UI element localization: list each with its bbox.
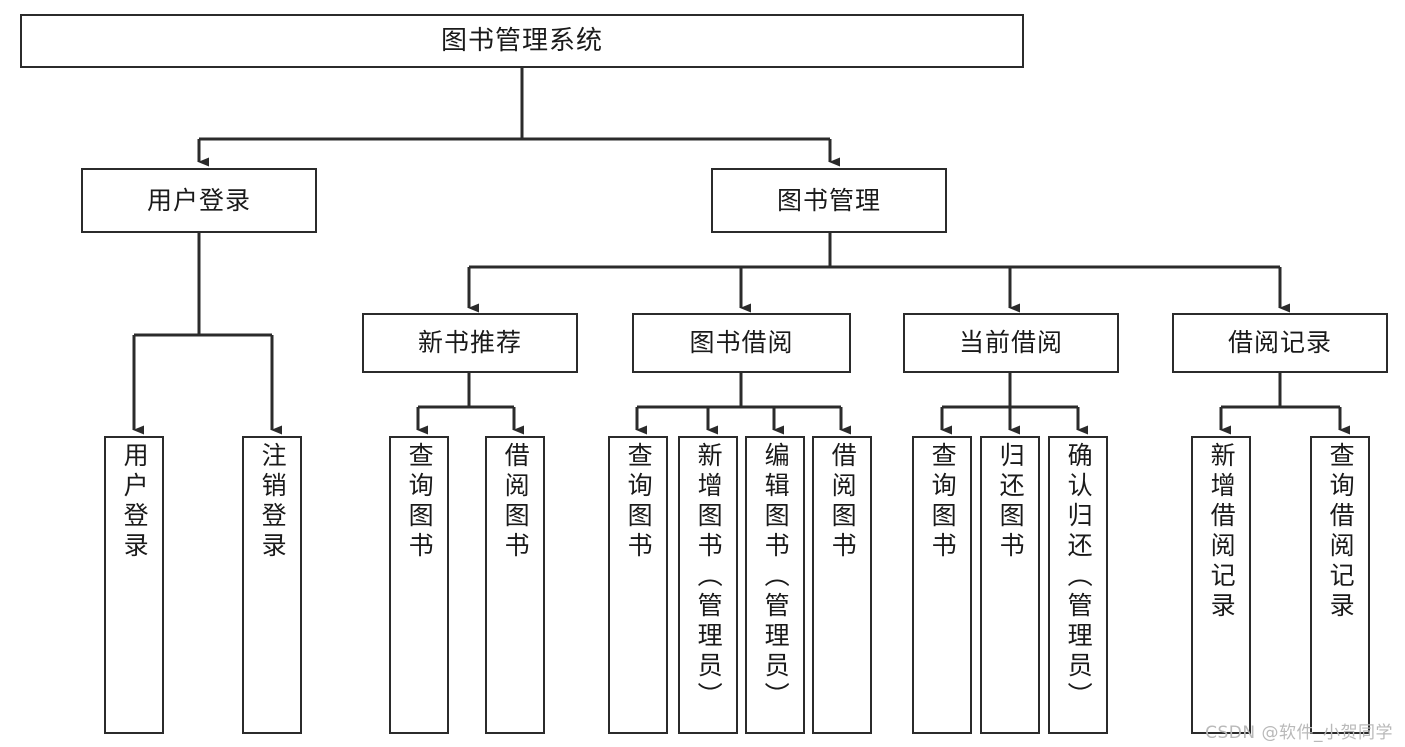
node-leaf-borrow-record-add[interactable]: 新增借阅记录 — [1191, 436, 1251, 734]
leaf-label: 新增借阅记录 — [1207, 442, 1237, 622]
node-leaf-user-login-logout[interactable]: 注销登录 — [242, 436, 302, 734]
watermark-text: CSDN @软件_小贺同学 — [1205, 723, 1393, 743]
node-submodule-current-borrow[interactable]: 当前借阅 — [903, 313, 1119, 373]
leaf-label: 用户登录 — [120, 442, 150, 562]
node-leaf-book-borrow-query[interactable]: 查询图书 — [608, 436, 668, 734]
leaf-label: 查询图书 — [405, 442, 435, 562]
node-module-book-management[interactable]: 图书管理 — [711, 168, 947, 233]
node-leaf-new-book-query[interactable]: 查询图书 — [389, 436, 449, 734]
leaf-label: 查询图书 — [624, 442, 654, 562]
node-leaf-current-borrow-query[interactable]: 查询图书 — [912, 436, 972, 734]
leaf-label: 确认归还（管理员） — [1064, 442, 1094, 712]
leaf-label: 归还图书 — [996, 442, 1026, 562]
leaf-label: 借阅图书 — [828, 442, 858, 562]
leaf-label: 查询借阅记录 — [1326, 442, 1356, 622]
node-leaf-user-login-login[interactable]: 用户登录 — [104, 436, 164, 734]
node-leaf-current-borrow-return[interactable]: 归还图书 — [980, 436, 1040, 734]
leaf-label: 查询图书 — [928, 442, 958, 562]
node-leaf-book-borrow-add[interactable]: 新增图书（管理员） — [678, 436, 738, 734]
leaf-label: 新增图书（管理员） — [694, 442, 724, 712]
node-submodule-new-book-recommend[interactable]: 新书推荐 — [362, 313, 578, 373]
node-submodule-borrow-record[interactable]: 借阅记录 — [1172, 313, 1388, 373]
node-leaf-book-borrow-borrow[interactable]: 借阅图书 — [812, 436, 872, 734]
leaf-label: 编辑图书（管理员） — [761, 442, 791, 712]
leaf-label: 借阅图书 — [501, 442, 531, 562]
node-leaf-book-borrow-edit[interactable]: 编辑图书（管理员） — [745, 436, 805, 734]
node-leaf-current-borrow-confirm-return[interactable]: 确认归还（管理员） — [1048, 436, 1108, 734]
node-root-book-management-system[interactable]: 图书管理系统 — [20, 14, 1024, 68]
node-module-user-login[interactable]: 用户登录 — [81, 168, 317, 233]
leaf-label: 注销登录 — [258, 442, 288, 562]
node-leaf-borrow-record-query[interactable]: 查询借阅记录 — [1310, 436, 1370, 734]
node-leaf-new-book-borrow[interactable]: 借阅图书 — [485, 436, 545, 734]
node-submodule-book-borrow[interactable]: 图书借阅 — [632, 313, 851, 373]
